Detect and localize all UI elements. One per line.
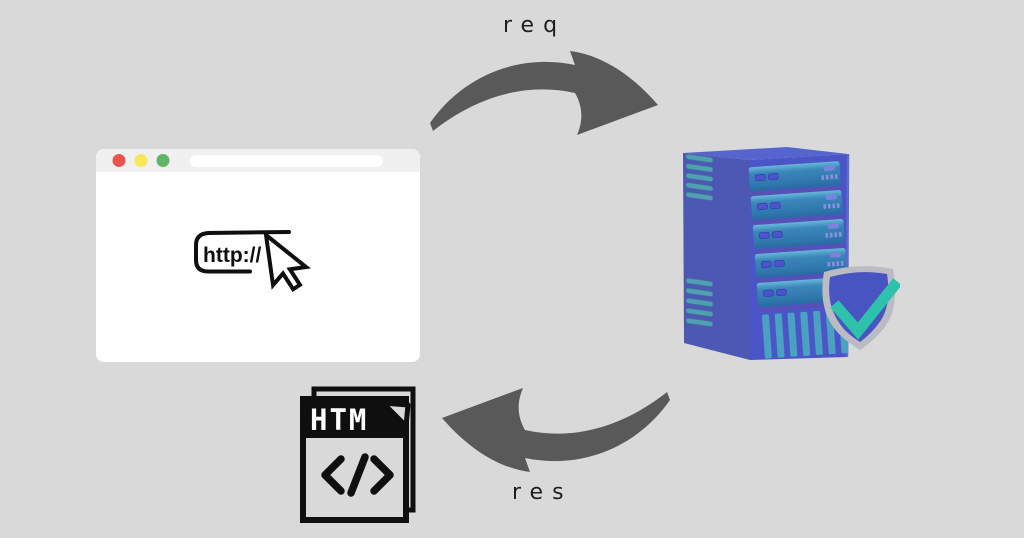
browser-topbar bbox=[96, 149, 420, 172]
browser-window: http:// bbox=[96, 149, 420, 362]
server-side-face bbox=[683, 153, 750, 360]
maximize-window-icon bbox=[156, 154, 170, 167]
response-arrow-icon bbox=[442, 388, 670, 472]
minimize-window-icon bbox=[134, 154, 148, 167]
rack-unit bbox=[748, 161, 849, 307]
cursor-icon bbox=[263, 230, 311, 293]
http-url-icon: http:// bbox=[194, 230, 311, 293]
curved-arrow-right-icon bbox=[430, 51, 658, 135]
file-header-band bbox=[305, 401, 406, 438]
server-side-vents bbox=[685, 153, 714, 327]
server-rack-slots bbox=[748, 161, 851, 359]
address-bar bbox=[190, 154, 383, 167]
code-icon bbox=[321, 453, 394, 497]
server-top-face bbox=[683, 147, 848, 160]
checkmark-icon bbox=[830, 278, 900, 340]
folded-corner bbox=[380, 400, 411, 429]
html-file-icon: HTM bbox=[300, 386, 416, 523]
http-text: http:// bbox=[203, 244, 261, 267]
server-bottom-slats bbox=[761, 309, 849, 359]
server-icon bbox=[683, 147, 900, 360]
traffic-lights bbox=[112, 154, 170, 167]
request-label: req bbox=[503, 13, 567, 38]
file-type-label: HTM bbox=[310, 403, 368, 437]
shield-check-icon bbox=[822, 266, 900, 350]
request-arrow-icon bbox=[430, 51, 658, 135]
response-label: res bbox=[512, 480, 573, 505]
close-window-icon bbox=[112, 154, 126, 167]
curved-arrow-left-icon bbox=[442, 388, 670, 472]
url-box-outline bbox=[194, 230, 291, 274]
